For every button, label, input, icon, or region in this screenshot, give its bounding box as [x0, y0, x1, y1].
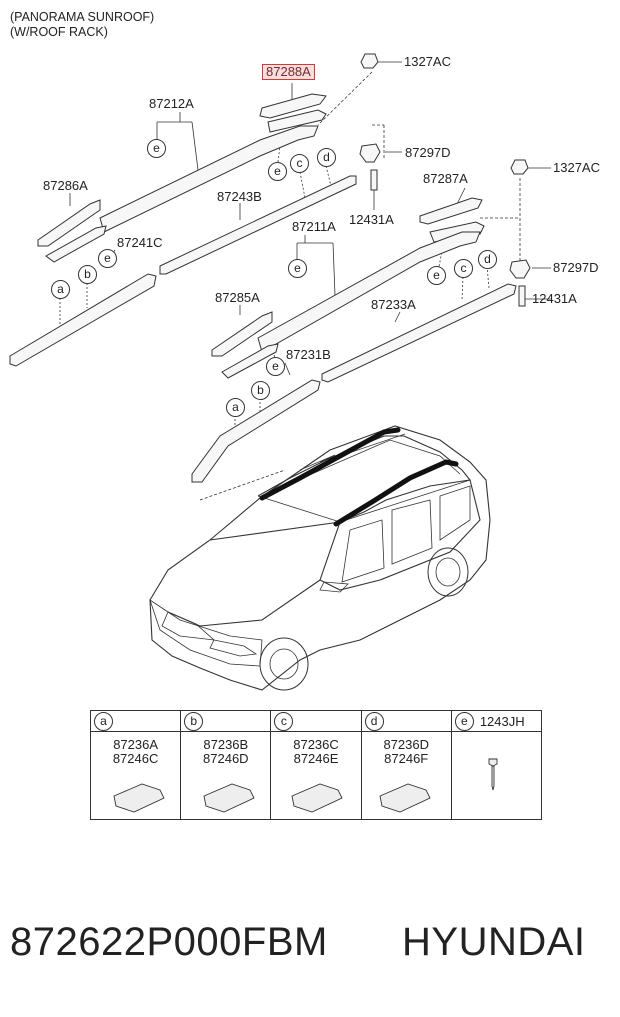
bracket-87287A-shape — [429, 221, 485, 243]
header-line-2: (W/ROOF RACK) — [10, 25, 108, 39]
legend-code[interactable]: 87236A — [113, 737, 159, 752]
legend-cell-e: e 1243JH — [451, 711, 542, 819]
cover-87287A-shape — [419, 197, 483, 225]
callout-a: a — [226, 398, 245, 417]
clip-87297D-right-shape — [509, 259, 531, 279]
legend-key-c: c — [274, 712, 294, 731]
molding-87241C-shape — [9, 273, 157, 367]
molding-87233A-shape — [321, 283, 517, 383]
legend-code[interactable]: 87246D — [203, 751, 249, 766]
rail-87212A-shape — [99, 125, 319, 233]
callout-b: b — [78, 265, 97, 284]
label-87212A[interactable]: 87212A — [149, 96, 194, 111]
legend-cell-b: b 87236B 87246D — [181, 711, 272, 819]
bracket-87286A-shape — [45, 225, 107, 263]
callout-e: e — [427, 266, 446, 285]
label-87233A[interactable]: 87233A — [371, 297, 416, 312]
legend-code[interactable]: 87246F — [384, 751, 429, 766]
callout-d: d — [317, 148, 336, 167]
bolt-12431A-right-shape — [518, 285, 526, 307]
legend-key-e: e — [454, 712, 474, 731]
label-87241C[interactable]: 87241C — [117, 235, 163, 250]
nut-1327AC-right-shape — [510, 159, 529, 175]
legend-cell-d: d 87236D 87246F — [361, 711, 452, 819]
legend-code[interactable]: 87236D — [383, 737, 429, 752]
legend-key-a: a — [94, 712, 113, 731]
legend-table: a 87236A 87246C b 87236B 87246D c 87236C… — [90, 710, 542, 820]
rail-87211A-shape — [257, 231, 481, 353]
label-87286A[interactable]: 87286A — [43, 178, 88, 193]
cover-87286A-shape — [37, 199, 101, 247]
molding-87231B-shape — [191, 379, 321, 483]
screw-1243JH-shape — [488, 758, 498, 767]
legend-code[interactable]: 87236B — [203, 737, 249, 752]
car-illustration — [149, 425, 491, 691]
callout-e: e — [268, 162, 287, 181]
callout-d: d — [478, 250, 497, 269]
header-line-1: (PANORAMA SUNROOF) — [10, 10, 155, 24]
bracket-87285A-shape — [221, 343, 279, 379]
label-87285A[interactable]: 87285A — [215, 290, 260, 305]
footer-part-number: 872622P000FBM — [10, 920, 328, 964]
legend-key-d: d — [364, 712, 384, 731]
callout-c: c — [290, 154, 309, 173]
legend-code[interactable]: 87236C — [293, 737, 339, 752]
bracket-87288A-shape — [267, 109, 327, 133]
label-87287A[interactable]: 87287A — [423, 171, 468, 186]
bolt-12431A-shape — [370, 169, 378, 191]
label-1327AC-right[interactable]: 1327AC — [553, 160, 600, 175]
label-87243B[interactable]: 87243B — [217, 189, 262, 204]
label-12431A-top[interactable]: 12431A — [349, 212, 394, 227]
cover-87285A-shape — [211, 311, 273, 357]
legend-cell-c: c 87236C 87246E — [271, 711, 362, 819]
legend-code-1243JH[interactable]: 1243JH — [479, 714, 525, 729]
label-1327AC-top[interactable]: 1327AC — [404, 54, 451, 69]
nut-1327AC-shape — [360, 53, 379, 69]
label-87297D-top[interactable]: 87297D — [405, 145, 451, 160]
footer-brand: HYUNDAI — [402, 920, 586, 964]
callout-e: e — [288, 259, 307, 278]
label-12431A-right[interactable]: 12431A — [532, 291, 577, 306]
callout-c: c — [454, 259, 473, 278]
cover-87288A-shape — [259, 93, 327, 119]
legend-clip-shapes — [113, 758, 498, 813]
label-87211A[interactable]: 87211A — [292, 219, 336, 234]
legend-code[interactable]: 87246C — [112, 751, 159, 766]
callout-e: e — [147, 139, 166, 158]
callout-e: e — [266, 357, 285, 376]
legend-cell-a: a 87236A 87246C — [91, 711, 182, 819]
molding-87243B-shape — [159, 175, 357, 275]
legend-key-b: b — [184, 712, 204, 731]
label-87288A-highlighted[interactable]: 87288A — [262, 64, 315, 80]
label-87231B[interactable]: 87231B — [286, 347, 331, 362]
label-87297D-right[interactable]: 87297D — [553, 260, 599, 275]
legend-code[interactable]: 87246E — [293, 751, 339, 766]
callout-e: e — [98, 249, 117, 268]
callout-b: b — [251, 381, 270, 400]
clip-87297D-shape — [359, 143, 381, 163]
callout-a: a — [51, 280, 70, 299]
part-shapes — [9, 53, 531, 483]
